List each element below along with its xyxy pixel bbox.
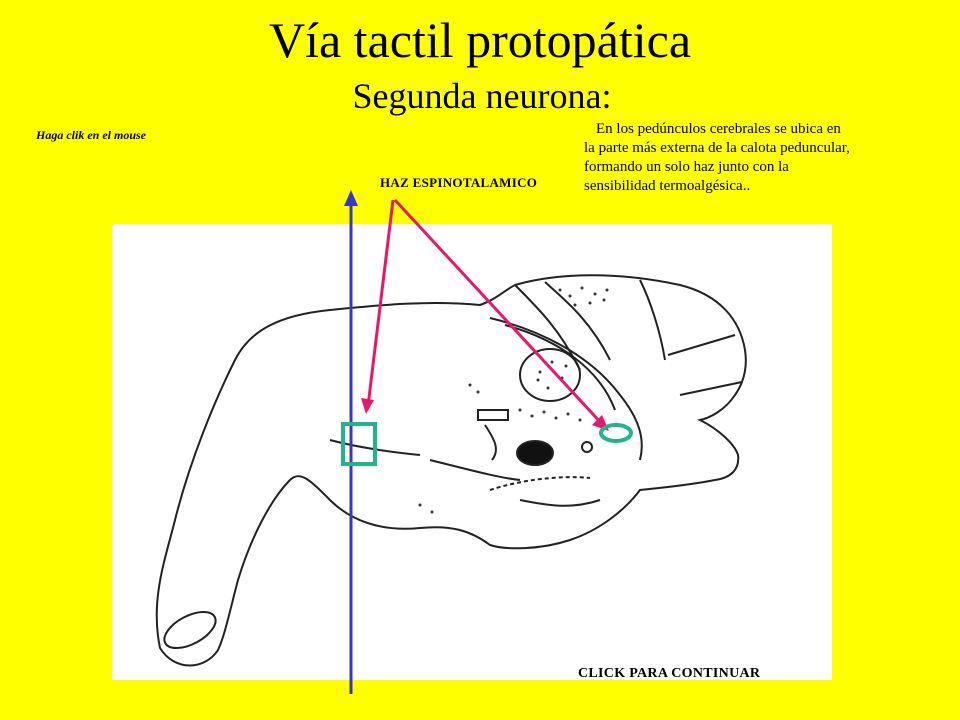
vertical-axis-arrow [344, 190, 358, 694]
pons-curve [489, 476, 591, 491]
cord-marker-square [341, 422, 377, 466]
slide-subtitle: Segunda neurona: [352, 76, 612, 116]
peduncle-line [429, 459, 521, 481]
description-line: formando un solo haz junto con la [584, 159, 789, 175]
small-structure [477, 409, 509, 421]
pointer-arrowhead-left [361, 398, 374, 414]
description-line: la parte más externa de la calota pedunc… [584, 140, 850, 156]
description-line: En los pedúnculos cerebrales se ubica en [596, 121, 841, 137]
small-nucleus [581, 441, 593, 453]
click-hint: Haga clik en el mouse [36, 128, 146, 142]
tectum-division [489, 317, 643, 461]
tectum-division [679, 381, 743, 396]
dark-nucleus [516, 440, 554, 466]
description-text: En los pedúnculos cerebrales se ubica en… [584, 120, 934, 196]
tectum-division [667, 334, 736, 356]
stipple-shading [418, 286, 609, 514]
tectum-division [544, 281, 611, 361]
pointer-arrows [366, 198, 605, 427]
axis-arrowhead [344, 190, 358, 206]
red-nucleus [519, 348, 581, 402]
tectum-division [639, 279, 666, 361]
brainstem-illustration [155, 274, 747, 667]
pointer-arrow-right [393, 198, 605, 427]
brainstem-outline [155, 274, 747, 667]
continue-button[interactable]: CLICK PARA CONTINUAR [578, 666, 761, 681]
peduncle-marker-ellipse [599, 423, 633, 443]
ventral-notch [484, 424, 497, 461]
slide-title: Vía tactil protopática [268, 12, 692, 68]
pointer-arrow-left [366, 199, 395, 407]
pons-curve [519, 499, 601, 507]
cord-cut-end [163, 610, 217, 650]
description-line: sensibilidad termoalgésica.. [584, 178, 751, 194]
tectum-division [504, 324, 616, 411]
spinothalamic-bundle-label: HAZ ESPINOTALAMICO [380, 175, 538, 190]
